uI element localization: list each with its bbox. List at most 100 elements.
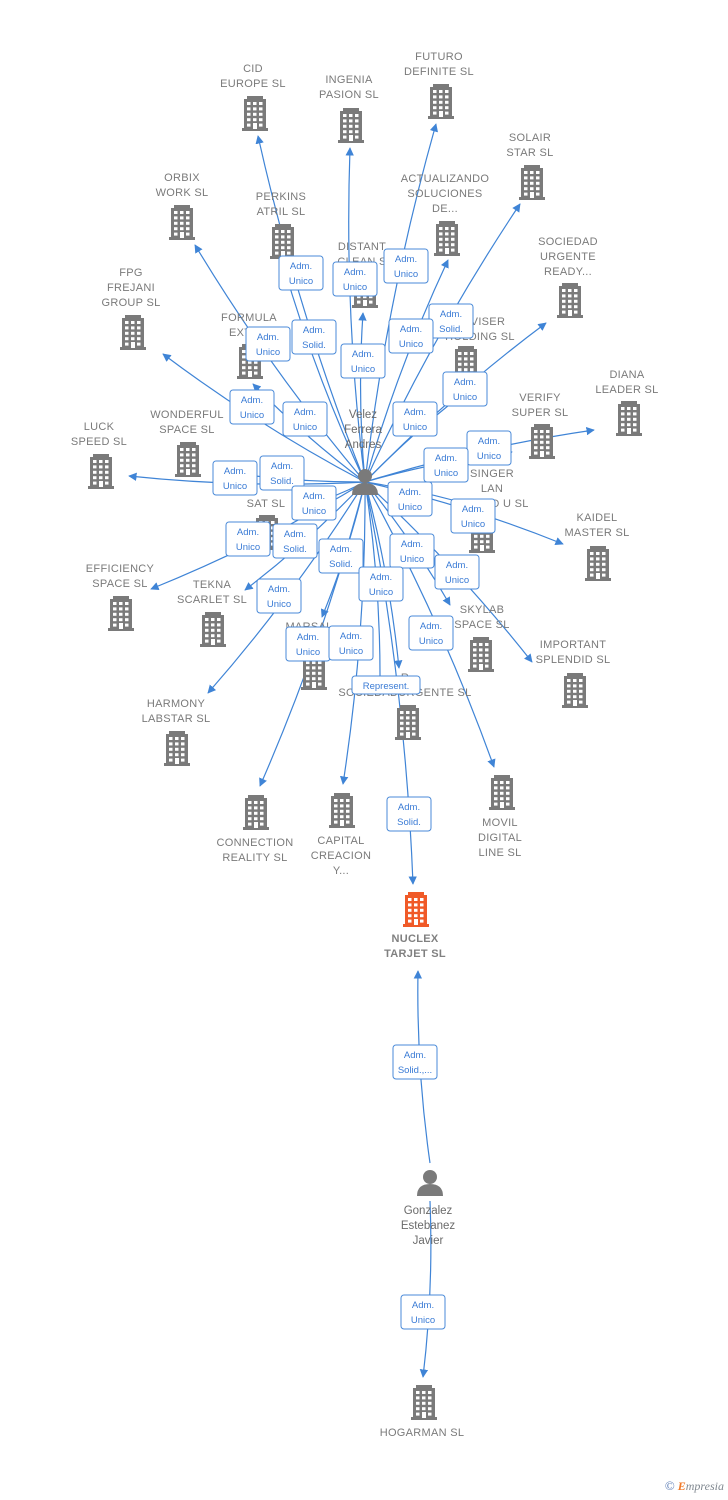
role-badge-box: [229, 389, 275, 425]
company-node-actualizando[interactable]: ACTUALIZANDOSOLUCIONESDE...: [401, 173, 490, 256]
role-label: Adm.: [454, 377, 476, 388]
role-badge[interactable]: Adm.Unico: [400, 1294, 446, 1330]
role-badge[interactable]: Adm.Unico: [434, 554, 480, 590]
company-building-icon: [175, 442, 201, 477]
role-badge[interactable]: Adm.Solid.: [386, 796, 432, 832]
role-badge[interactable]: Adm.Unico: [450, 498, 496, 534]
company-name: HOGARMAN SL: [380, 1427, 465, 1439]
brand-name: mpresia: [685, 1479, 724, 1493]
role-badge-box: [291, 485, 337, 521]
role-badge[interactable]: Adm.Solid.: [259, 455, 305, 491]
role-label: Solid.: [439, 324, 463, 335]
role-badge[interactable]: Adm.Unico: [389, 533, 435, 569]
role-label: Unico: [267, 599, 291, 610]
role-badge[interactable]: Adm.Solid.: [428, 303, 474, 339]
company-name: SAT SL: [247, 498, 286, 510]
role-label: Unico: [400, 554, 424, 565]
role-label: Adm.: [297, 632, 319, 643]
role-badge[interactable]: Adm.Unico: [245, 326, 291, 362]
company-name: MASTER SL: [564, 527, 629, 539]
role-label: Solid.,...: [398, 1065, 432, 1076]
role-badge[interactable]: Adm.Unico: [278, 255, 324, 291]
role-badge[interactable]: Adm.Unico: [285, 626, 331, 662]
company-name: DISTANT: [338, 241, 386, 253]
role-badge[interactable]: Adm.Unico: [383, 248, 429, 284]
role-badge[interactable]: Adm.Unico: [212, 460, 258, 496]
role-badge-box: [442, 371, 488, 407]
role-badge[interactable]: Adm.Unico: [442, 371, 488, 407]
company-building-icon: [519, 165, 545, 200]
role-label: Unico: [240, 410, 264, 421]
role-label: Adm.: [412, 1300, 434, 1311]
role-label: Adm.: [446, 560, 468, 571]
roles-layer: Adm.UnicoAdm.UnicoAdm.UnicoAdm.Solid.Adm…: [212, 248, 512, 1330]
role-badge[interactable]: Adm.Solid.: [291, 319, 337, 355]
role-badge[interactable]: Adm.Unico: [340, 343, 386, 379]
role-badge-box: [291, 319, 337, 355]
company-name: DIANA: [609, 369, 644, 381]
company-name: SCARLET SL: [177, 594, 247, 606]
role-badge[interactable]: Adm.Unico: [291, 485, 337, 521]
role-badge[interactable]: Adm.Unico: [358, 566, 404, 602]
role-badge[interactable]: Adm.Unico: [332, 261, 378, 297]
company-name: LAN: [481, 483, 503, 495]
role-badge[interactable]: Adm.Unico: [408, 615, 454, 651]
empresia-watermark[interactable]: © Empresia: [665, 1478, 724, 1494]
role-badge-box: [282, 401, 328, 437]
role-badge[interactable]: Adm.Unico: [388, 318, 434, 354]
company-node-kaidel[interactable]: KAIDEL MASTER SL: [564, 512, 629, 581]
role-badge[interactable]: Adm.Unico: [466, 430, 512, 466]
company-name: SPACE SL: [159, 424, 214, 436]
role-badge[interactable]: Adm.Unico: [282, 401, 328, 437]
role-label: Adm.: [330, 544, 352, 555]
role-badge[interactable]: Adm.Solid.: [318, 538, 364, 574]
role-badge[interactable]: Adm.Unico: [328, 625, 374, 661]
role-badge[interactable]: Adm.Unico: [387, 481, 433, 517]
company-node-sociedad_urgente[interactable]: SOCIEDADURGENTEREADY...: [538, 236, 598, 318]
role-badge-box: [388, 318, 434, 354]
role-label: Adm.: [435, 453, 457, 464]
role-badge[interactable]: Adm.Solid.: [272, 523, 318, 559]
company-name: KAIDEL: [577, 512, 618, 524]
company-node-capital[interactable]: CAPITALCREACIONY...: [311, 793, 371, 877]
role-badge[interactable]: Adm.Unico: [229, 389, 275, 425]
role-badge[interactable]: Adm.Solid.,...: [392, 1044, 438, 1080]
role-badge[interactable]: Adm.Unico: [256, 578, 302, 614]
edge-velez-distant: [358, 312, 367, 483]
company-node-hogarman[interactable]: HOGARMAN SL: [380, 1385, 465, 1439]
role-badge[interactable]: Adm.Unico: [392, 401, 438, 437]
role-badge[interactable]: Adm.Unico: [423, 447, 469, 483]
company-name: VERIFY: [519, 392, 561, 404]
role-badge[interactable]: Adm.Unico: [225, 521, 271, 557]
person-name: Gonzalez: [404, 1205, 453, 1217]
role-label: Adm.: [462, 504, 484, 515]
role-label: Adm.: [224, 466, 246, 477]
role-badge[interactable]: Represent.: [351, 675, 421, 695]
company-name: CONNECTION: [217, 837, 294, 849]
role-badge-box: [434, 554, 480, 590]
edge-velez-futuro: [364, 123, 438, 483]
company-name: LINE SL: [478, 847, 521, 859]
role-badge-box: [386, 796, 432, 832]
